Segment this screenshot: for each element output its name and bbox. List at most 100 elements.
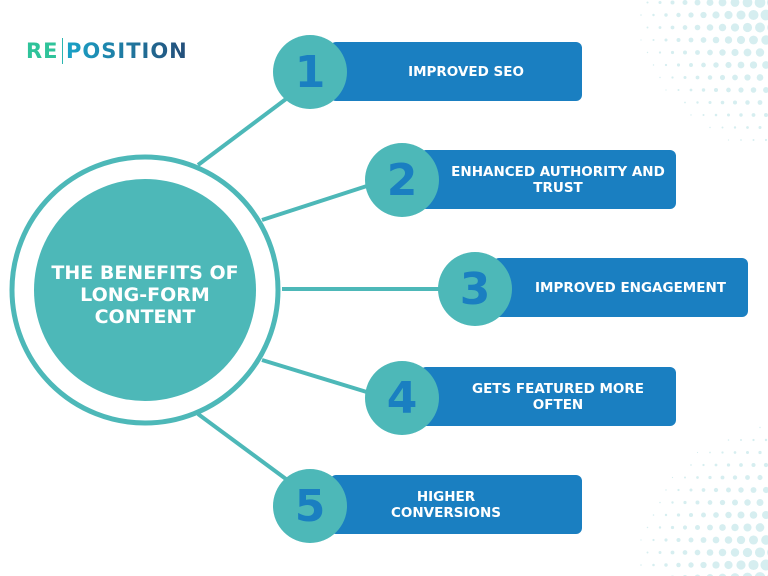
number-badge-3: 3 <box>438 252 512 326</box>
halftone-dot <box>750 487 757 493</box>
halftone-dot <box>730 573 740 576</box>
halftone-dot <box>676 513 681 517</box>
halftone-dot <box>646 26 649 29</box>
halftone-dot <box>706 24 714 31</box>
halftone-dot <box>732 74 738 81</box>
halftone-dot <box>694 0 701 6</box>
halftone-dot <box>682 50 688 55</box>
halftone-dot <box>670 525 675 530</box>
halftone-dot <box>762 61 768 69</box>
halftone-dot <box>730 548 740 557</box>
halftone-dot <box>652 514 655 516</box>
halftone-dot <box>712 36 720 44</box>
halftone-dot <box>740 139 742 141</box>
center-circle <box>34 179 256 401</box>
halftone-dot <box>733 126 737 129</box>
logo-divider <box>61 38 64 64</box>
diagram-title: THE BENEFITS OF LONG-FORM CONTENT <box>51 262 239 328</box>
halftone-dot <box>690 464 692 466</box>
halftone-dot <box>646 1 649 4</box>
halftone-dot <box>682 0 688 5</box>
halftone-dot <box>761 35 768 45</box>
halftone-dot <box>738 487 744 493</box>
halftone-dot <box>731 48 739 57</box>
halftone-dot <box>696 101 699 104</box>
halftone-dot <box>714 113 718 117</box>
halftone-dot <box>682 550 688 555</box>
halftone-dot <box>664 13 668 17</box>
halftone-dot <box>688 37 694 43</box>
halftone-dot <box>709 451 711 454</box>
number-badge-4: 4 <box>365 361 439 435</box>
halftone-dot <box>714 463 718 467</box>
halftone-dot <box>719 49 726 56</box>
halftone-dot <box>718 548 727 557</box>
halftone-dot <box>690 114 692 116</box>
halftone-dot <box>762 486 768 494</box>
halftone-dot <box>670 550 675 555</box>
halftone-dot <box>727 139 730 141</box>
halftone-dot <box>688 537 694 543</box>
halftone-dot <box>652 38 655 42</box>
halftone-dot <box>684 476 686 479</box>
halftone-dot <box>671 76 674 79</box>
halftone-dot <box>694 24 701 31</box>
halftone-dot <box>759 426 761 429</box>
halftone-dot <box>682 525 688 530</box>
halftone-dot <box>763 112 768 118</box>
halftone-dot <box>761 535 768 545</box>
halftone-dot <box>652 64 655 66</box>
halftone-dot <box>724 560 733 570</box>
halftone-dot <box>749 61 758 69</box>
halftone-dot <box>751 113 756 117</box>
halftone-dot <box>695 75 700 80</box>
halftone-dot <box>742 572 753 576</box>
halftone-dot <box>748 535 759 545</box>
halftone-dot <box>754 572 766 576</box>
halftone-dot <box>751 462 756 468</box>
halftone-dot <box>736 560 746 570</box>
halftone-dot <box>764 438 768 442</box>
halftone-dot <box>750 87 757 93</box>
halftone-dot <box>745 100 750 105</box>
halftone-dot <box>755 48 765 57</box>
halftone-dot <box>696 451 699 454</box>
halftone-dot <box>683 75 687 80</box>
halftone-dot <box>676 12 681 18</box>
halftone-dot <box>694 524 701 531</box>
halftone-dot <box>756 74 764 81</box>
halftone-dot <box>719 524 726 531</box>
benefit-bar-2: ENHANCED AUTHORITY AND TRUST <box>420 150 676 209</box>
halftone-dot <box>664 513 668 517</box>
halftone-dot <box>640 39 642 41</box>
halftone-dot <box>736 35 746 45</box>
halftone-dot <box>764 138 768 142</box>
halftone-dot <box>739 463 743 467</box>
halftone-dot <box>726 487 731 493</box>
halftone-dot <box>748 10 759 20</box>
halftone-dot <box>731 523 739 532</box>
halftone-dot <box>748 559 759 571</box>
halftone-dot <box>740 439 742 441</box>
halftone-dot <box>670 0 675 5</box>
halftone-dot <box>700 11 707 19</box>
halftone-dot <box>688 12 694 18</box>
halftone-dot <box>727 439 730 441</box>
halftone-dot <box>718 573 727 576</box>
halftone-dot <box>738 87 744 93</box>
halftone-dot <box>719 74 726 81</box>
reposition-logo: RE POSITION <box>26 38 188 64</box>
halftone-dot <box>652 563 655 567</box>
halftone-dot <box>658 551 662 554</box>
halftone-dot <box>676 63 681 67</box>
halftone-dot <box>676 38 681 42</box>
halftone-dot <box>640 539 642 541</box>
halftone-dot <box>732 475 738 480</box>
halftone-dot <box>701 512 706 518</box>
halftone-dot <box>737 511 745 519</box>
halftone-dot <box>736 10 746 20</box>
halftone-dot <box>664 563 668 567</box>
halftone-dot <box>763 87 768 93</box>
halftone-dot <box>763 462 768 468</box>
